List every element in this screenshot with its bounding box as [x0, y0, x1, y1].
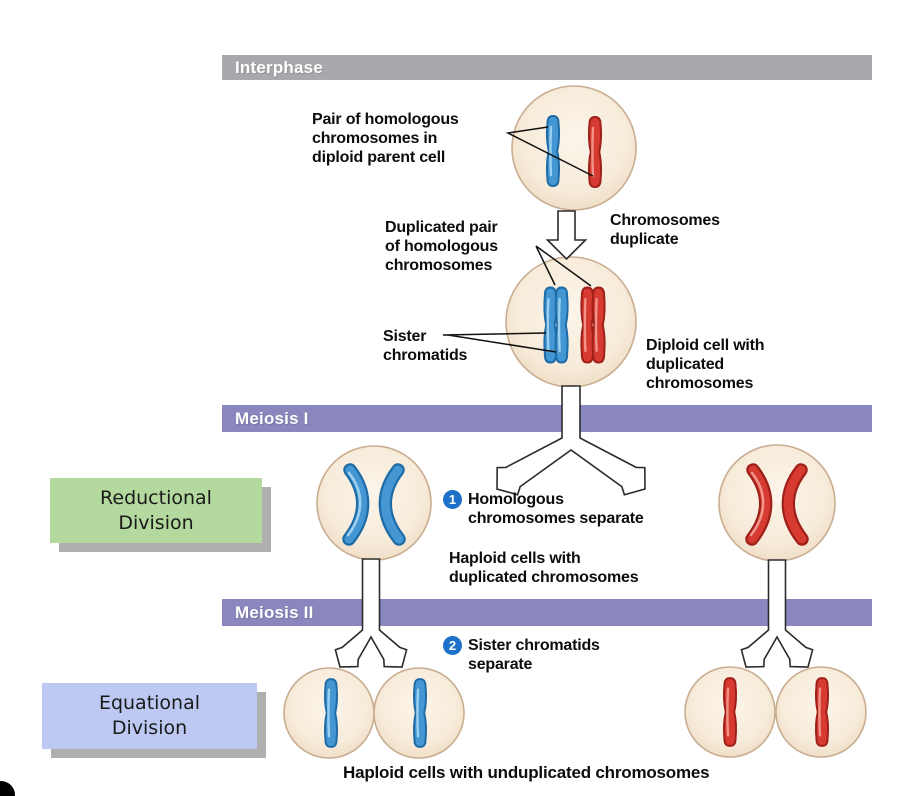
red-chromosome [589, 117, 601, 187]
blue-chromatid-2 [414, 679, 426, 747]
step-1-line2: chromosomes separate [468, 510, 644, 527]
duplicated-pair-line1: Duplicated pair [385, 219, 498, 236]
sister-chromatids-line1: Sister [383, 328, 427, 345]
chromosomes-duplicate-line2: duplicate [610, 231, 679, 248]
pair-label: Pair of homologous chromosomes in diploi… [312, 110, 459, 167]
pair-pointer-lines [505, 126, 594, 177]
haploid-duplicated-label: Haploid cells with duplicated chromosome… [449, 549, 639, 587]
diploid-cell-line2: duplicated [646, 356, 725, 373]
equational-line1: Equational [98, 692, 201, 714]
step-2: 2 Sister chromatids separate [443, 636, 600, 674]
step-1: 1 Homologous chromosomes separate [443, 490, 644, 528]
blue-chromatid-1 [325, 679, 337, 747]
equational-division-box: Equational Division [42, 683, 257, 749]
meiosis1-bar: Meiosis I [222, 405, 872, 432]
diploid-cell-label: Diploid cell with duplicated chromosomes [646, 336, 765, 393]
step-2-line2: separate [468, 656, 533, 673]
diploid-cell [505, 256, 637, 388]
equational-line2: Division [111, 717, 188, 739]
step-2-badge: 2 [443, 636, 462, 655]
interphase-bar-label: Interphase [235, 57, 323, 77]
meiosis1-cell-left [316, 445, 432, 561]
sister-chromatids-line2: chromatids [383, 347, 468, 364]
reductional-division-box: Reductional Division [50, 478, 262, 543]
chromosomes-duplicate-line1: Chromosomes [610, 212, 720, 229]
red-chromatid-1 [724, 678, 736, 746]
step-1-line1: Homologous [468, 491, 564, 508]
haploid-duplicated-line2: duplicated chromosomes [449, 569, 639, 586]
meiosis1-fork-arrow [496, 385, 646, 496]
corner-blob [0, 781, 15, 796]
duplicated-pair-line3: chromosomes [385, 257, 493, 274]
meiosis2-fork-arrow-right [740, 559, 814, 668]
pair-label-line1: Pair of homologous [312, 111, 459, 128]
bottom-caption: Haploid cells with unduplicated chromoso… [343, 763, 710, 782]
meiosis1-cell-right [718, 444, 836, 562]
parent-cell [511, 85, 637, 211]
meiosis2-fork-arrow-left [334, 558, 408, 668]
duplicated-pair-label: Duplicated pair of homologous chromosome… [385, 218, 498, 275]
meiosis2-bar-label: Meiosis II [235, 602, 314, 622]
duplicate-arrow [545, 210, 588, 261]
blue-chromosome [547, 116, 559, 186]
haploid-duplicated-line1: Haploid cells with [449, 550, 581, 567]
step-1-badge: 1 [443, 490, 462, 509]
diploid-cell-line3: chromosomes [646, 375, 754, 392]
pair-label-line3: diploid parent cell [312, 149, 446, 166]
meiosis1-bar-label: Meiosis I [235, 408, 309, 428]
duplicated-pair-line2: of homologous [385, 238, 498, 255]
diploid-cell-line1: Diploid cell with [646, 337, 765, 354]
reductional-line1: Reductional [100, 486, 212, 509]
reductional-line2: Division [118, 511, 194, 534]
dup-pair-pointer-lines [535, 245, 592, 287]
pair-label-line2: chromosomes in [312, 130, 438, 147]
sister-chromatids-label: Sister chromatids [383, 327, 467, 365]
interphase-bar: Interphase [222, 55, 872, 80]
sister-pointer-lines [442, 332, 557, 353]
meiosis2-bar: Meiosis II [222, 599, 872, 626]
chromosomes-duplicate-label: Chromosomes duplicate [610, 211, 720, 249]
step-2-line1: Sister chromatids [468, 637, 600, 654]
red-chromatid-2 [816, 678, 828, 746]
